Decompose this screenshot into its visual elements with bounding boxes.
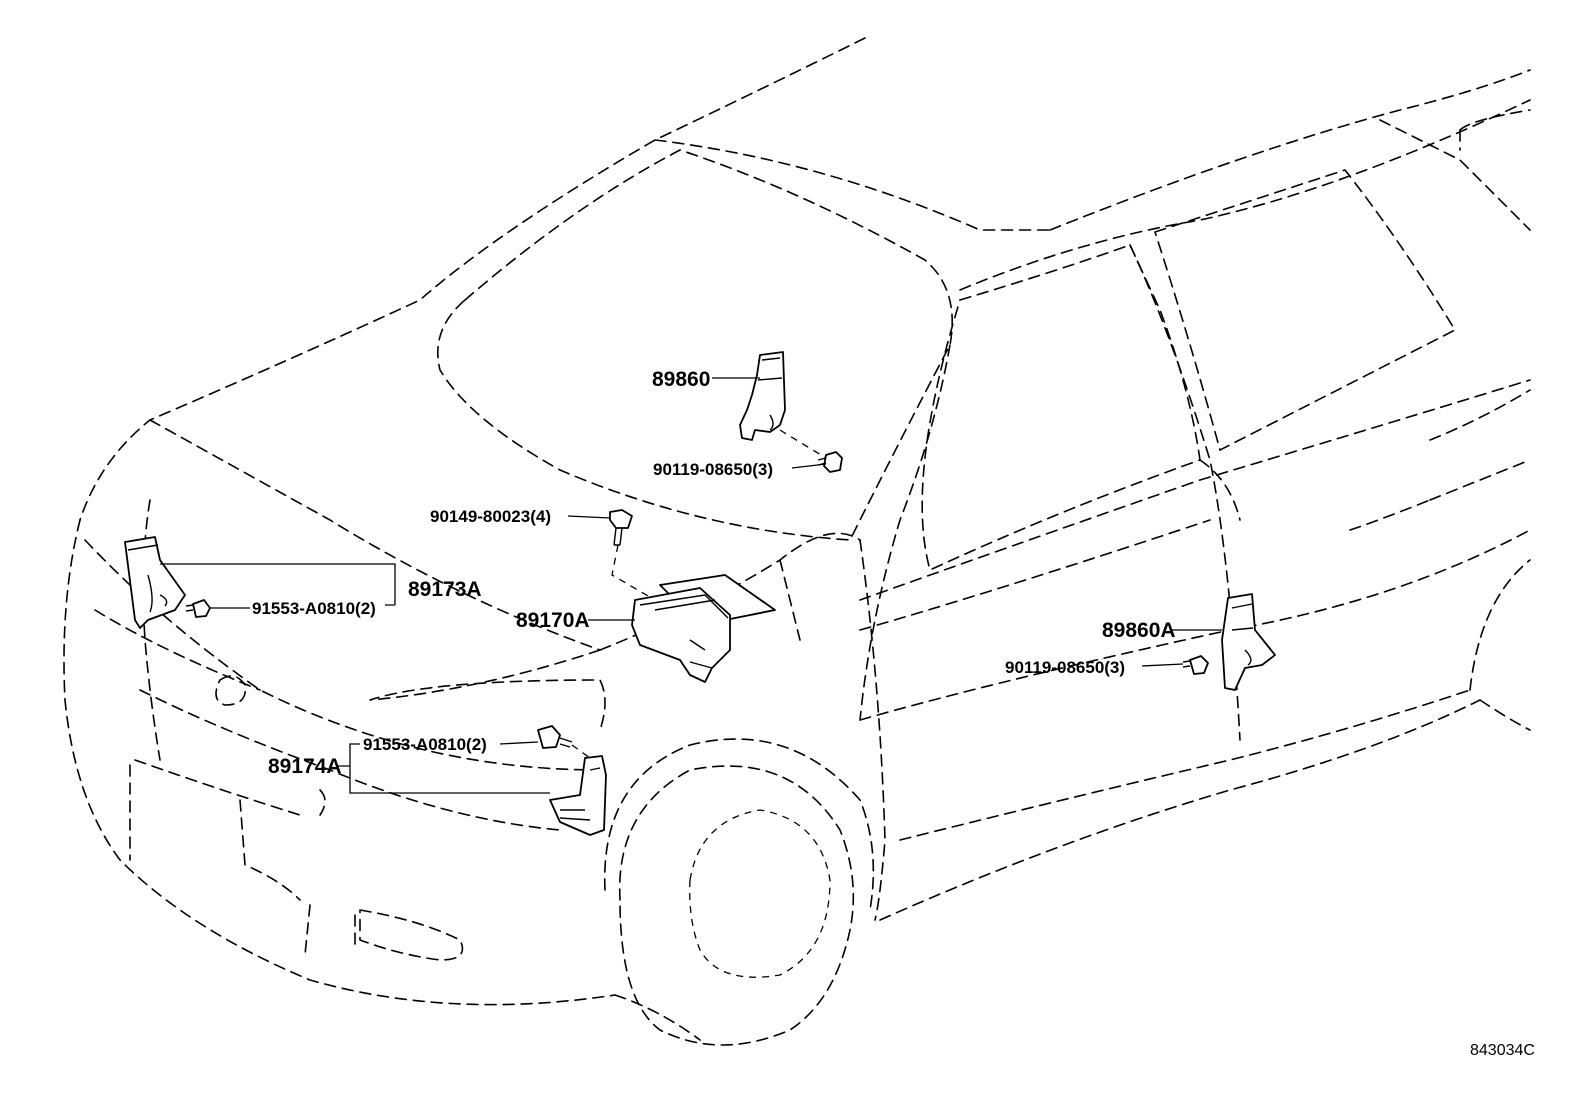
leader-lines [160, 377, 1222, 794]
label-89173A: 89173A [408, 578, 482, 601]
label-90119-right: 90119-08650(3) [1005, 658, 1125, 677]
part-89174A-bracket [549, 744, 607, 836]
figure-number: 843034C [1470, 1042, 1535, 1059]
label-91553-upper: 91553-A0810(2) [252, 599, 376, 618]
bolt-91553-lower [537, 725, 573, 749]
label-89170A: 89170A [516, 609, 590, 632]
part-labels: 89860 90119-08650(3) 90149-80023(4) 8917… [252, 368, 1176, 778]
label-89860: 89860 [652, 368, 710, 391]
part-89860A-sensor [1221, 593, 1276, 691]
label-89174A: 89174A [268, 755, 342, 778]
vehicle-outline [63, 37, 1531, 1046]
part-89173A-sensor [124, 536, 186, 629]
label-89860A: 89860A [1102, 619, 1176, 642]
label-91553-lower: 91553-A0810(2) [363, 735, 487, 754]
label-90149: 90149-80023(4) [430, 507, 551, 526]
bolt-90119-upper [779, 429, 843, 473]
bolt-90119-right [1182, 655, 1209, 675]
part-89170A-ecu [631, 574, 776, 683]
part-89860-sensor [739, 351, 786, 441]
bolt-90149 [609, 509, 656, 601]
bolt-91553-upper [185, 599, 211, 618]
label-90119-upper: 90119-08650(3) [653, 460, 773, 479]
